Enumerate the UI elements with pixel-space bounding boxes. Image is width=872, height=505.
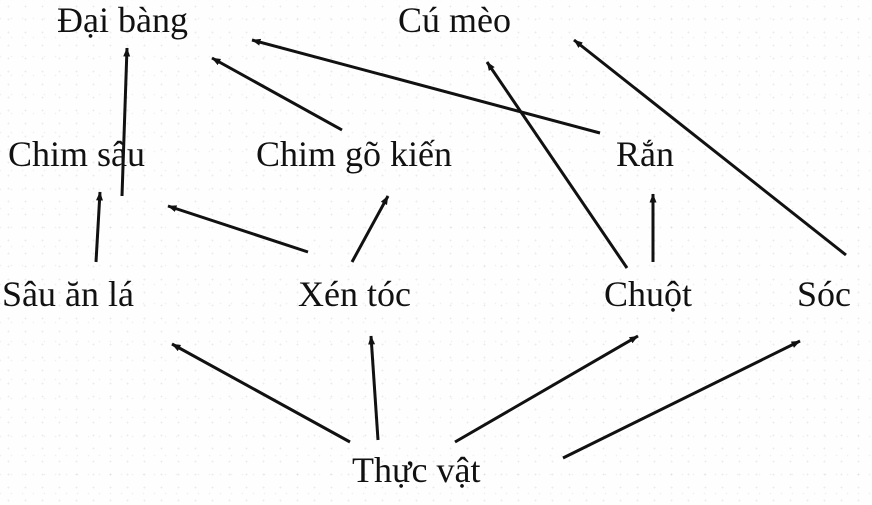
node-chuot: Chuột [604,274,693,314]
arrow-chuot-to-cu-meo [485,61,629,269]
arrow-xen-toc-to-chim-sau [167,204,309,254]
arrow-xen-toc-to-chim-go-kien [350,195,390,263]
node-xen-toc: Xén tóc [298,274,411,314]
node-chim-go-kien: Chim gõ kiến [256,134,452,174]
arrow-thuc-vat-to-soc [562,339,801,460]
node-soc: Sóc [797,274,851,314]
node-cu-meo: Cú mèo [398,0,511,40]
node-thuc-vat: Thực vật [352,450,481,490]
arrow-chim-go-kien-to-dai-bang [211,56,343,132]
node-chim-sau: Chim sâu [8,134,146,174]
arrow-soc-to-cu-meo [573,38,847,257]
arrow-thuc-vat-to-sau-an-la [171,342,351,444]
arrow-thuc-vat-to-xen-toc [368,335,380,441]
node-ran: Rắn [616,134,674,174]
node-dai-bang: Đại bàng [57,0,188,40]
arrow-sau-an-la-to-chim-sau [94,191,104,263]
arrow-ran-to-dai-bang [251,38,601,135]
node-sau-an-la: Sâu ăn lá [2,274,134,314]
arrow-thuc-vat-to-chuot [454,334,639,444]
